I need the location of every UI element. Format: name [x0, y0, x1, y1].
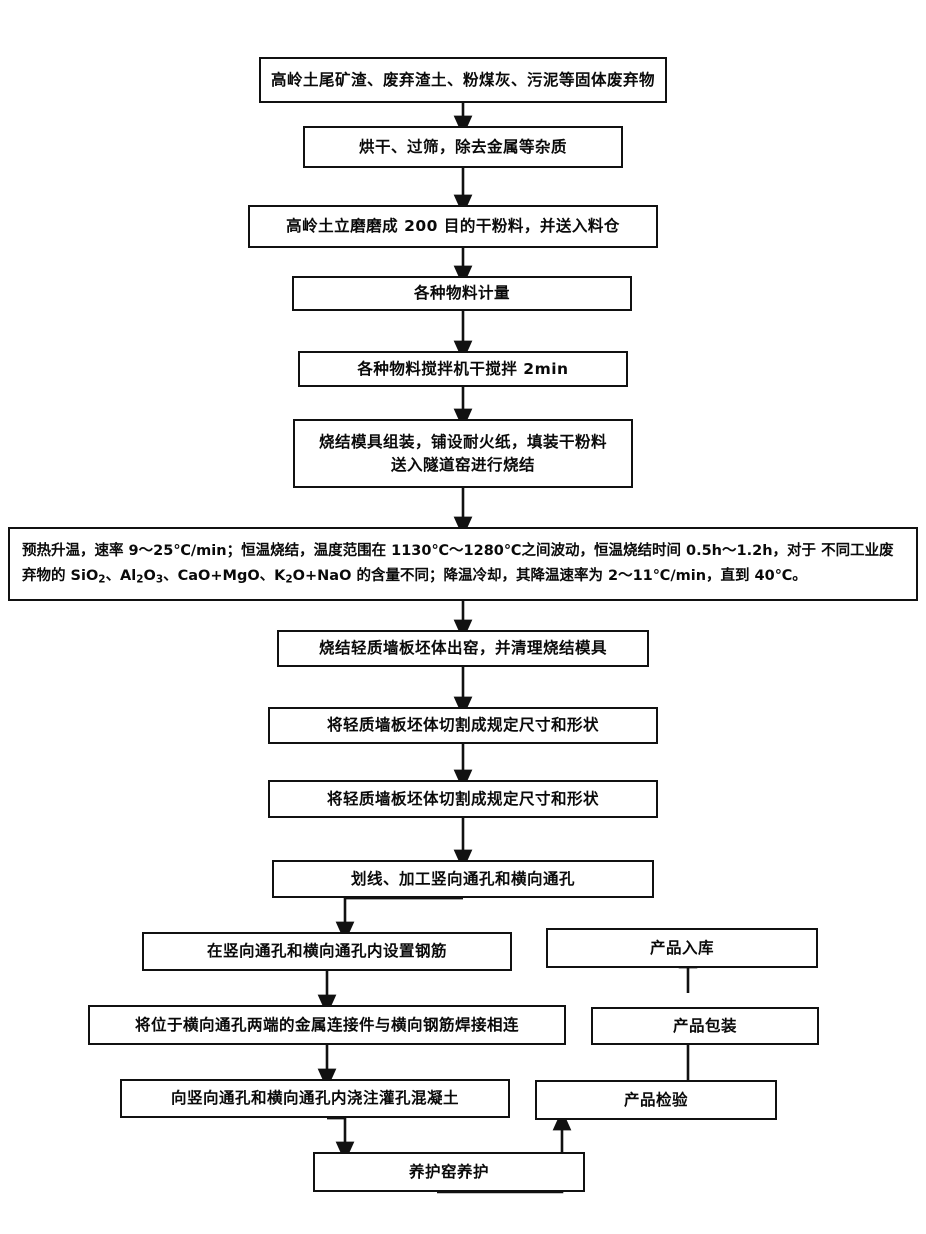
paragraph-line-2: 不同工业废弃物的 SiO2、Al2O3、CaO+MgO、K2O+NaO 的含量不…: [22, 542, 894, 586]
node-drying-sieving: 烘干、过筛，除去金属等杂质: [303, 126, 623, 168]
node-sintering-parameters: 预热升温，速率 9～25℃/min；恒温烧结，温度范围在 1130℃～1280℃…: [8, 527, 918, 601]
node-dry-mixing: 各种物料搅拌机干搅拌 2min: [298, 351, 628, 387]
node-label: 产品包装: [672, 1016, 737, 1035]
edge-n15-n16: [437, 1109, 572, 1194]
edge-n14-n15: [327, 1116, 355, 1163]
node-label: 各种物料搅拌机干搅拌 2min: [357, 359, 569, 378]
node-label: 养护窑养护: [408, 1162, 489, 1181]
node-label: 烘干、过筛，除去金属等杂质: [358, 137, 567, 156]
node-label: 产品检验: [623, 1090, 688, 1109]
node-raw-materials: 高岭土尾矿渣、废弃渣土、粉煤灰、污泥等固体废弃物: [259, 57, 667, 103]
node-label-line1: 烧结模具组装，铺设耐火纸，填装干粉料: [318, 433, 607, 452]
node-product-inspection: 产品检验: [535, 1080, 777, 1120]
node-vertical-mill: 高岭土立磨磨成 200 目的干粉料，并送入料仓: [248, 205, 658, 248]
node-label: 划线、加工竖向通孔和横向通孔: [350, 869, 575, 888]
node-label: 各种物料计量: [413, 284, 510, 303]
node-mould-assembly-sintering: 烧结模具组装，铺设耐火纸，填装干粉料 送入隧道窑进行烧结: [293, 419, 633, 488]
node-cutting-1: 将轻质墙板坯体切割成规定尺寸和形状: [268, 707, 658, 744]
node-material-metering: 各种物料计量: [292, 276, 632, 311]
node-label: 高岭土尾矿渣、废弃渣土、粉煤灰、污泥等固体废弃物: [270, 70, 655, 89]
node-marking-holes: 划线、加工竖向通孔和横向通孔: [272, 860, 654, 898]
node-label: 高岭土立磨磨成 200 目的干粉料，并送入料仓: [286, 217, 620, 236]
node-label-line2: 送入隧道窑进行烧结: [390, 455, 535, 474]
node-pour-concrete: 向竖向通孔和横向通孔内浇注灌孔混凝土: [120, 1079, 510, 1118]
node-curing-kiln: 养护窑养护: [313, 1152, 585, 1192]
node-weld-connectors: 将位于横向通孔两端的金属连接件与横向钢筋焊接相连: [88, 1005, 566, 1045]
node-label: 产品入库: [649, 938, 714, 957]
node-product-warehousing: 产品入库: [546, 928, 818, 968]
node-label: 在竖向通孔和横向通孔内设置钢筋: [206, 942, 447, 961]
node-label: 将轻质墙板坯体切割成规定尺寸和形状: [326, 716, 599, 735]
edge-n11-n12: [335, 896, 463, 943]
node-label: 向竖向通孔和横向通孔内浇注灌孔混凝土: [170, 1089, 459, 1108]
node-label: 烧结轻质墙板坯体出窑，并清理烧结模具: [318, 639, 607, 658]
node-kiln-unload: 烧结轻质墙板坯体出窑，并清理烧结模具: [277, 630, 649, 667]
node-cutting-2: 将轻质墙板坯体切割成规定尺寸和形状: [268, 780, 658, 818]
paragraph-line-1: 预热升温，速率 9～25℃/min；恒温烧结，温度范围在 1130℃～1280℃…: [22, 542, 817, 559]
node-label: 将轻质墙板坯体切割成规定尺寸和形状: [326, 789, 599, 808]
node-product-packaging: 产品包装: [591, 1007, 819, 1045]
node-place-rebar: 在竖向通孔和横向通孔内设置钢筋: [142, 932, 512, 971]
node-label: 将位于横向通孔两端的金属连接件与横向钢筋焊接相连: [134, 1015, 519, 1034]
